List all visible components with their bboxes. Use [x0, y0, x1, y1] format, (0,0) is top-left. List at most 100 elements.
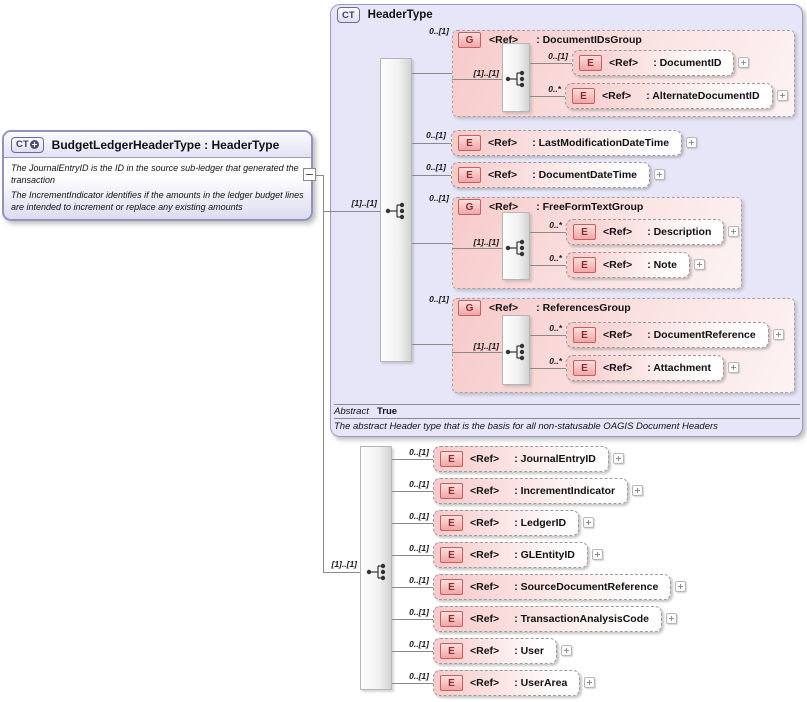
element-name: : IncrementIndicator	[514, 485, 616, 497]
element-transactionanalysiscode[interactable]: E <Ref> : TransactionAnalysisCode	[433, 606, 677, 632]
cardinality-documentreference: 0..*	[549, 323, 562, 333]
element-badge: E	[440, 515, 463, 531]
element-alternatedocumentid[interactable]: E <Ref> : AlternateDocumentID	[565, 83, 788, 109]
element-documentreference[interactable]: E <Ref> : DocumentReference	[566, 322, 784, 348]
element-userarea[interactable]: E <Ref> : UserArea	[433, 670, 596, 696]
element-badge-label: E	[448, 645, 455, 657]
element-attachment[interactable]: E <Ref> : Attachment	[566, 355, 739, 381]
element-badge: E	[579, 55, 602, 71]
group-badge: G	[458, 32, 481, 48]
element-badge-label: E	[581, 362, 588, 374]
element-user[interactable]: E <Ref> : User	[433, 638, 572, 664]
expand-icon[interactable]	[772, 329, 784, 340]
group-badge-label: G	[465, 34, 474, 46]
complex-type-badge-label: CT	[342, 9, 355, 21]
connector-line	[323, 572, 360, 573]
expand-icon[interactable]	[632, 485, 644, 496]
ref-label: <Ref>	[488, 169, 518, 181]
element-badge-label: E	[587, 57, 594, 69]
element-glentityid[interactable]: E <Ref> : GLEntityID	[433, 542, 603, 568]
cardinality-lastmodificationdatetime: 0..[1]	[426, 130, 446, 140]
element-badge: E	[573, 360, 596, 376]
sequence-icon	[505, 70, 525, 88]
element-documentid[interactable]: E <Ref> : DocumentID	[572, 50, 750, 76]
expand-icon[interactable]	[776, 90, 788, 101]
cardinality-headertype-content: [1]..[1]	[351, 198, 378, 208]
element-badge-label: E	[581, 226, 588, 238]
expand-icon[interactable]	[584, 677, 596, 688]
expand-icon[interactable]	[654, 169, 666, 180]
element-name: : Note	[647, 259, 677, 271]
cardinality-documentdatetime: 0..[1]	[426, 162, 446, 172]
expand-icon[interactable]	[591, 549, 603, 560]
expand-icon[interactable]	[693, 259, 705, 270]
connector-line	[528, 63, 572, 64]
connector-line	[390, 555, 433, 556]
element-badge-label: E	[448, 453, 455, 465]
connector-line	[410, 73, 452, 74]
budgetledgerheadertype-box[interactable]: CT BudgetLedgerHeaderType : HeaderType T…	[2, 130, 313, 221]
expand-icon[interactable]	[738, 57, 750, 68]
connector-line	[310, 175, 324, 176]
cardinality-incrementindicator: 0..[1]	[409, 479, 429, 489]
ref-label: <Ref>	[602, 90, 632, 102]
annotation-journalentryid: The JournalEntryID is the ID in the sour…	[11, 163, 299, 186]
group-badge-label: G	[465, 201, 474, 213]
element-lastmodificationdatetime[interactable]: E <Ref> : LastModificationDateTime	[451, 130, 698, 156]
cardinality-referencesgroup: 0..[1]	[429, 294, 449, 304]
expand-icon[interactable]	[583, 517, 595, 528]
element-name: : DocumentDateTime	[532, 169, 638, 181]
annotation-incrementindicator: The IncrementIndicator identifies if the…	[11, 190, 304, 213]
element-name: : JournalEntryID	[514, 453, 596, 465]
cardinality-transactionanalysiscode: 0..[1]	[409, 607, 429, 617]
element-documentdatetime[interactable]: E <Ref> : DocumentDateTime	[451, 162, 666, 188]
expand-icon[interactable]	[612, 453, 624, 464]
group-header-documentidsgroup: G <Ref> : DocumentIDsGroup	[458, 32, 642, 48]
element-name: : Attachment	[647, 362, 711, 374]
element-badge-label: E	[448, 677, 455, 689]
element-badge-label: E	[448, 581, 455, 593]
element-journalentryid[interactable]: E <Ref> : JournalEntryID	[433, 446, 624, 472]
ref-label: <Ref>	[470, 613, 500, 625]
expand-icon[interactable]	[728, 226, 740, 237]
ref-label: <Ref>	[470, 517, 500, 529]
group-name: : FreeFormTextGroup	[536, 201, 644, 213]
element-badge: E	[440, 643, 463, 659]
expand-icon[interactable]	[560, 645, 572, 656]
connector-line	[528, 368, 566, 369]
element-badge: E	[440, 611, 463, 627]
element-badge: E	[573, 224, 596, 240]
expand-icon[interactable]	[686, 137, 698, 148]
cardinality-note: 0..*	[549, 253, 562, 263]
cardinality-documentidsgroup: 0..[1]	[429, 26, 449, 36]
element-badge-label: E	[448, 613, 455, 625]
collapse-icon[interactable]	[303, 168, 316, 181]
complex-type-badge-label: CT	[16, 139, 29, 150]
ref-label: <Ref>	[609, 57, 639, 69]
ref-label: <Ref>	[470, 677, 500, 689]
element-description[interactable]: E <Ref> : Description	[566, 219, 740, 245]
expand-icon[interactable]	[675, 581, 687, 592]
element-sourcedocumentreference[interactable]: E <Ref> : SourceDocumentReference	[433, 574, 687, 600]
headertype-annotation: The abstract Header type that is the bas…	[334, 421, 718, 432]
element-name: : DocumentID	[653, 57, 722, 69]
connector-line	[528, 265, 566, 266]
sequence-icon	[385, 202, 405, 220]
cardinality-userarea: 0..[1]	[409, 671, 429, 681]
connector-line	[390, 651, 433, 652]
cardinality-documentidsgroup-inner: [1]..[1]	[473, 68, 500, 78]
connector-line	[390, 683, 433, 684]
ref-label: <Ref>	[603, 362, 633, 374]
ref-label: <Ref>	[470, 549, 500, 561]
expand-icon[interactable]	[727, 362, 739, 373]
element-badge-label: E	[581, 259, 588, 271]
expand-icon[interactable]	[665, 613, 677, 624]
cardinality-description: 0..*	[549, 220, 562, 230]
cardinality-journalentryid: 0..[1]	[409, 447, 429, 457]
element-incrementindicator[interactable]: E <Ref> : IncrementIndicator	[433, 478, 644, 504]
element-name: : SourceDocumentReference	[514, 581, 659, 593]
element-ledgerid[interactable]: E <Ref> : LedgerID	[433, 510, 595, 536]
element-name: : DocumentReference	[647, 329, 756, 341]
element-note[interactable]: E <Ref> : Note	[566, 252, 705, 278]
